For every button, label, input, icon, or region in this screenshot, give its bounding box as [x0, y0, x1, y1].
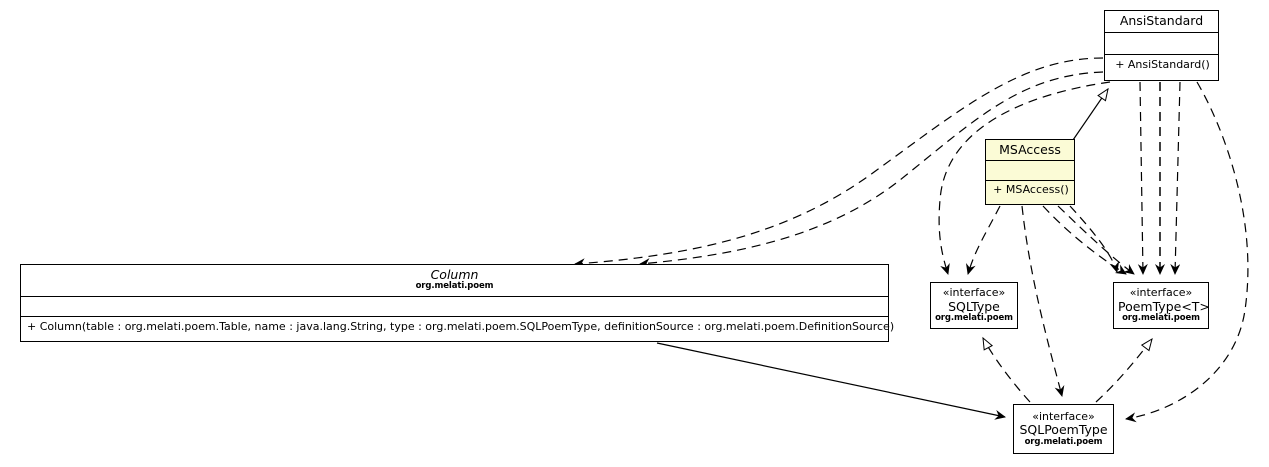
stereotype-label: «interface» [1032, 409, 1095, 423]
class-operations-compartment: + Column(table : org.melati.poem.Table, … [21, 317, 895, 340]
class-box-sqltype[interactable]: «interface» SQLType org.melati.poem [930, 282, 1018, 329]
class-name-label: MSAccess [999, 142, 1061, 157]
class-name-compartment: MSAccess [986, 140, 1074, 161]
edge-msaccess-to-ansistandard [1072, 87, 1109, 141]
interface-body: «interface» PoemType<T> org.melati.poem [1114, 284, 1210, 327]
edge-msaccess-to-poemtype-c [1069, 205, 1120, 273]
class-name-compartment: AnsiStandard [1105, 11, 1218, 33]
edge-ansistandard-to-poemtype-c [1170, 81, 1181, 275]
class-package-label: org.melati.poem [415, 281, 494, 292]
class-box-poemtype[interactable]: «interface» PoemType<T> org.melati.poem [1113, 282, 1210, 329]
edge-msaccess-to-poemtype-b [1057, 205, 1135, 275]
class-attributes-compartment [21, 297, 888, 317]
operation-item: + MSAccess() [993, 183, 1069, 197]
class-package-label: org.melati.poem [935, 313, 1013, 324]
class-operations-compartment: + AnsiStandard() [1105, 55, 1218, 80]
class-box-msaccess[interactable]: MSAccess + MSAccess() [985, 139, 1075, 205]
edge-msaccess-to-poemtype-a [1042, 205, 1127, 275]
interface-body: «interface» SQLPoemType org.melati.poem [1014, 408, 1113, 451]
operation-item: + Column(table : org.melati.poem.Table, … [27, 320, 895, 333]
stereotype-label: «interface» [1129, 286, 1193, 300]
class-attributes-compartment [986, 161, 1074, 182]
class-box-ansistandard[interactable]: AnsiStandard + AnsiStandard() [1104, 10, 1219, 81]
class-name-compartment: Column org.melati.poem [21, 265, 888, 297]
class-attributes-compartment [1105, 33, 1218, 55]
edge-column-to-sqlpoemtype [656, 342, 1006, 420]
class-package-label: org.melati.poem [1122, 313, 1200, 324]
class-name-label: SQLPoemType [1019, 422, 1108, 438]
edge-ansistandard-to-sqlpoemtype [1125, 81, 1249, 423]
class-name-label: PoemType<T> [1118, 298, 1210, 314]
stereotype-label: «interface» [942, 286, 1006, 300]
interface-body: «interface» SQLType org.melati.poem [931, 284, 1017, 327]
class-name-label: Column [430, 267, 479, 282]
class-package-label: org.melati.poem [1024, 436, 1103, 447]
edge-sqlpoemtype-to-poemtype [1095, 337, 1153, 403]
edge-msaccess-to-sqltype [966, 205, 1001, 275]
class-box-sqlpoemtype[interactable]: «interface» SQLPoemType org.melati.poem [1013, 404, 1114, 454]
edge-ansistandard-to-poemtype-a [1137, 81, 1148, 275]
edge-sqlpoemtype-to-sqltype [982, 336, 1031, 403]
class-name-label: AnsiStandard [1119, 13, 1204, 28]
class-operations-compartment: + MSAccess() [986, 181, 1074, 204]
class-name-label: SQLType [948, 298, 1000, 314]
class-box-column[interactable]: Column org.melati.poem + Column(table : … [20, 264, 895, 342]
operation-item: + AnsiStandard() [1115, 58, 1210, 71]
edge-msaccess-to-sqlpoemtype [1021, 205, 1065, 397]
